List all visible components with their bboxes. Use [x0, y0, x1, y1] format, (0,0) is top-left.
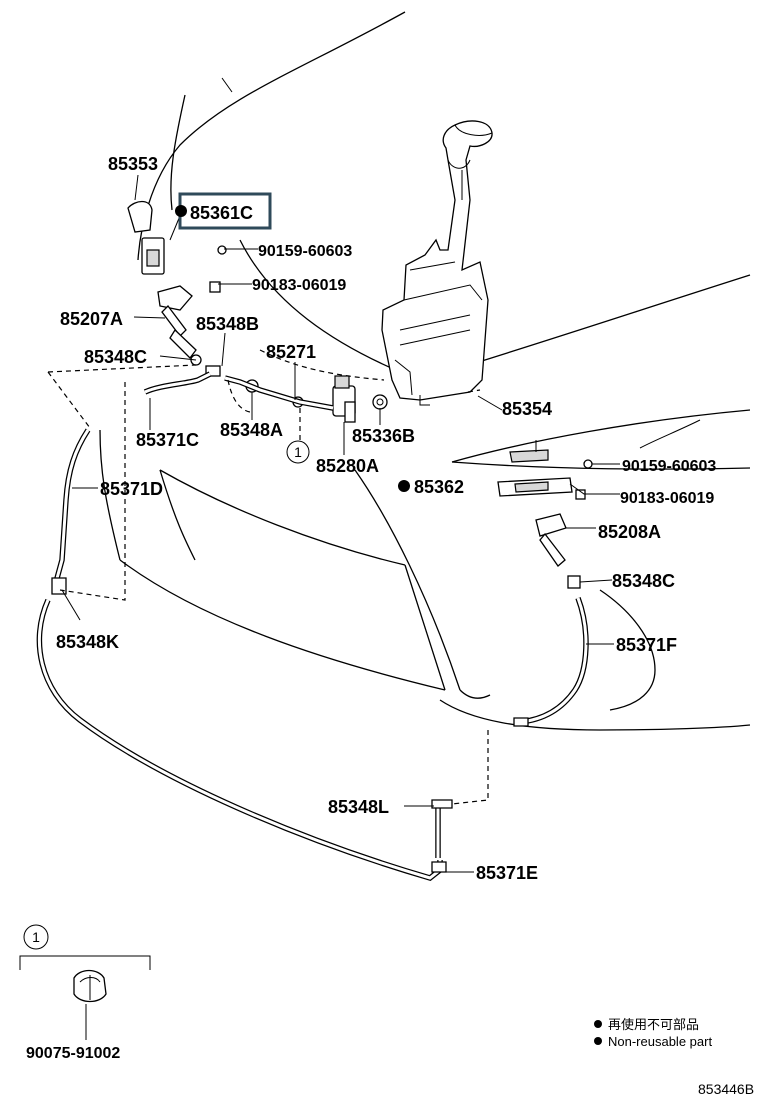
- part-labels: 85353 85361C 90159-60603 90183-06019 852…: [56, 154, 716, 883]
- label-85371D: 85371D: [100, 479, 163, 499]
- legend-text-en: Non-reusable part: [608, 1034, 712, 1049]
- label-85336B: 85336B: [352, 426, 415, 446]
- label-85280A: 85280A: [316, 456, 379, 476]
- label-85348C-right: 85348C: [612, 571, 675, 591]
- legend-text-jp: 再使用不可部品: [608, 1017, 699, 1032]
- label-90159-60603-right: 90159-60603: [622, 458, 716, 475]
- right-nozzle-assembly: [497, 449, 593, 589]
- label-90075-91002: 90075-91002: [26, 1045, 120, 1062]
- left-nozzle-assembly: [127, 200, 304, 408]
- label-85371F: 85371F: [616, 635, 677, 655]
- washer-pump: [332, 375, 388, 423]
- legend-dot-en: [594, 1037, 602, 1045]
- legend-dot-jp: [594, 1020, 602, 1028]
- label-85371C: 85371C: [136, 430, 199, 450]
- label-85348A: 85348A: [220, 420, 283, 440]
- label-85353: 85353: [108, 154, 158, 174]
- leader-lines: [61, 174, 620, 873]
- label-85348L: 85348L: [328, 797, 389, 817]
- dashed-routing-lines: [47, 349, 489, 805]
- non-reusable-dot-85361C: [175, 205, 187, 217]
- label-90183-06019-right: 90183-06019: [620, 490, 714, 507]
- washer-tank: [381, 120, 493, 406]
- label-85348C-left: 85348C: [84, 347, 147, 367]
- legend: 再使用不可部品 Non-reusable part: [594, 1017, 712, 1049]
- label-85271: 85271: [266, 342, 316, 362]
- callout-ref-1-label: 1: [294, 444, 302, 460]
- diagram-code: 853446B: [698, 1081, 754, 1097]
- label-90183-06019-top: 90183-06019: [252, 277, 346, 294]
- inset-ref-1-label: 1: [32, 929, 40, 945]
- hoses: [36, 371, 589, 882]
- callout-ref-1: 1: [286, 440, 310, 464]
- joint-connectors: [51, 577, 529, 873]
- label-85208A: 85208A: [598, 522, 661, 542]
- label-90159-60603-top: 90159-60603: [258, 243, 352, 260]
- non-reusable-dot-85362: [398, 480, 410, 492]
- vehicle-body-outline: [99, 11, 751, 731]
- label-85348B: 85348B: [196, 314, 259, 334]
- inset-ref-1: 1 90075-91002: [19, 924, 151, 1062]
- label-85361C: 85361C: [190, 203, 253, 223]
- label-85354: 85354: [502, 399, 552, 419]
- label-85207A: 85207A: [60, 309, 123, 329]
- clip-part-90075: [73, 969, 107, 1003]
- label-85348K: 85348K: [56, 632, 119, 652]
- label-85371E: 85371E: [476, 863, 538, 883]
- label-85362: 85362: [414, 477, 464, 497]
